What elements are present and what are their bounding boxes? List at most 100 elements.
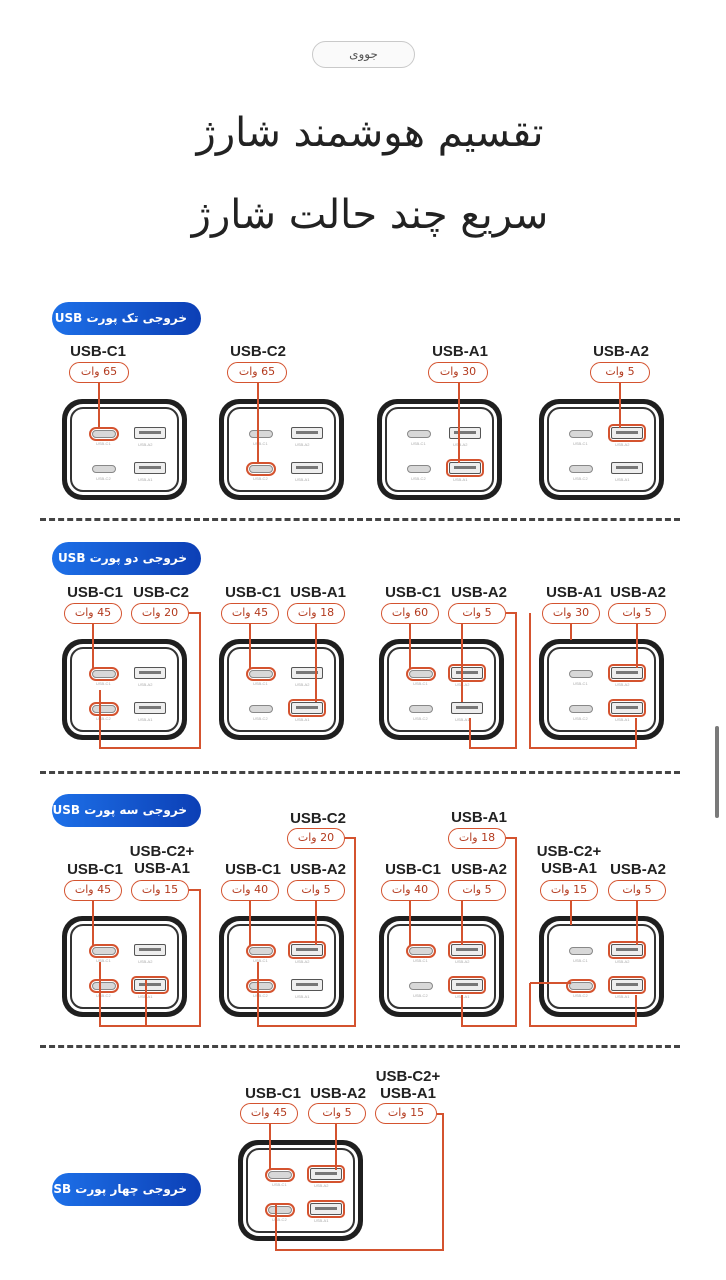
watt-badge: 65 وات — [69, 362, 129, 383]
port-caption: USB-C1 — [253, 441, 268, 446]
watt-badge: 5 وات — [608, 603, 666, 624]
port-caption: USB-C2 — [272, 1217, 287, 1222]
port-caption: USB-A1 — [138, 477, 153, 482]
port-label: USB-C2+ USB-A1 — [129, 843, 195, 877]
port-label: USB-C2 — [133, 584, 189, 601]
port-label: USB-C1 — [225, 861, 281, 878]
port-c1-icon — [246, 667, 276, 681]
port-caption: USB-A2 — [138, 682, 153, 687]
port-caption: USB-C1 — [96, 681, 111, 686]
port-a1-icon — [608, 976, 646, 994]
port-c2-icon — [92, 465, 116, 473]
port-label: USB-A2 — [610, 584, 666, 601]
port-label: USB-C1 — [245, 1085, 301, 1102]
watt-badge: 5 وات — [448, 880, 506, 901]
watt-badge: 30 وات — [542, 603, 600, 624]
watt-badge: 15 وات — [540, 880, 598, 901]
watt-badge: 45 وات — [240, 1103, 298, 1124]
port-label: USB-C1 — [385, 584, 441, 601]
port-a1-icon — [291, 462, 323, 474]
watt-badge: 20 وات — [131, 603, 189, 624]
port-label: USB-C2 — [290, 810, 346, 827]
port-c1-icon — [569, 430, 593, 438]
watt-badge: 30 وات — [428, 362, 488, 383]
port-a2-icon — [608, 941, 646, 959]
port-caption: USB-A1 — [138, 994, 153, 999]
port-caption: USB-C2 — [411, 476, 426, 481]
port-caption: USB-A2 — [455, 682, 470, 687]
port-caption: USB-C1 — [413, 958, 428, 963]
port-label: USB-A2 — [451, 584, 507, 601]
port-label: USB-A2 — [451, 861, 507, 878]
port-label: USB-A1 — [290, 584, 346, 601]
watt-badge: 45 وات — [64, 880, 122, 901]
port-caption: USB-A1 — [615, 477, 630, 482]
scrollbar[interactable] — [715, 726, 719, 818]
port-caption: USB-A2 — [615, 442, 630, 447]
port-caption: USB-C1 — [413, 681, 428, 686]
port-c1-icon — [249, 430, 273, 438]
search-pill[interactable]: جووی — [312, 41, 415, 68]
port-c2-icon — [566, 979, 596, 993]
port-label: USB-C1 — [67, 584, 123, 601]
port-caption: USB-A1 — [455, 717, 470, 722]
port-c2-icon — [409, 982, 433, 990]
port-a2-icon — [448, 664, 486, 682]
port-a1-icon — [446, 459, 484, 477]
port-a2-icon — [449, 427, 481, 439]
port-caption: USB-A2 — [138, 959, 153, 964]
port-c1-icon — [569, 670, 593, 678]
port-c1-icon — [265, 1168, 295, 1182]
port-a1-icon — [288, 699, 326, 717]
port-caption: USB-C2 — [413, 993, 428, 998]
port-a2-icon — [134, 427, 166, 439]
port-caption: USB-C2 — [96, 476, 111, 481]
port-label: USB-A2 — [290, 861, 346, 878]
watt-badge: 5 وات — [287, 880, 345, 901]
port-caption: USB-C2 — [573, 993, 588, 998]
port-caption: USB-A2 — [295, 682, 310, 687]
port-c2-icon — [246, 462, 276, 476]
watt-badge: 18 وات — [448, 828, 506, 849]
port-caption: USB-A2 — [138, 442, 153, 447]
port-label: USB-C2+ USB-A1 — [536, 843, 602, 877]
port-c1-icon — [406, 667, 436, 681]
port-caption: USB-C2 — [253, 476, 268, 481]
port-a1-icon — [307, 1200, 345, 1218]
port-caption: USB-C2 — [96, 716, 111, 721]
section-single-port: خروجی تک پورت USB — [52, 302, 201, 335]
port-label: USB-A2 — [593, 343, 649, 360]
port-c2-icon — [407, 465, 431, 473]
watt-badge: 5 وات — [608, 880, 666, 901]
watt-badge: 15 وات — [375, 1103, 437, 1124]
watt-badge: 60 وات — [381, 603, 439, 624]
port-caption: USB-C1 — [573, 441, 588, 446]
watt-badge: 45 وات — [64, 603, 122, 624]
port-a2-icon — [134, 667, 166, 679]
port-c2-icon — [246, 979, 276, 993]
port-a2-icon — [608, 664, 646, 682]
port-c1-icon — [89, 667, 119, 681]
port-caption: USB-A2 — [295, 959, 310, 964]
port-label: USB-C1 — [67, 861, 123, 878]
port-c2-icon — [89, 979, 119, 993]
port-label: USB-A1 — [546, 584, 602, 601]
port-a1-icon — [608, 699, 646, 717]
port-c1-icon — [569, 947, 593, 955]
port-caption: USB-A1 — [615, 994, 630, 999]
port-a1-icon — [448, 976, 486, 994]
port-a2-icon — [134, 944, 166, 956]
watt-badge: 40 وات — [221, 880, 279, 901]
port-a2-icon — [307, 1165, 345, 1183]
section-divider — [40, 1045, 680, 1048]
